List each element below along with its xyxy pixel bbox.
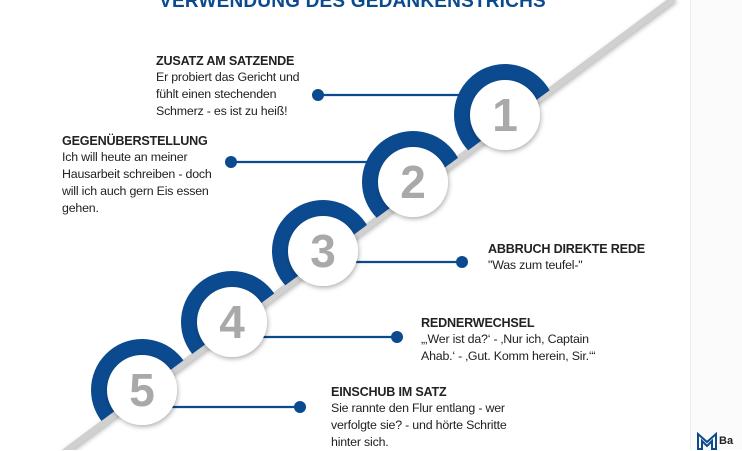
step-4-line: „‚Wer ist da?‘ - ‚Nur ich, Captain <box>421 332 589 346</box>
step-3-line: "Was zum teufel-" <box>488 258 583 272</box>
step-1-line: fühlt einen stechenden <box>156 87 277 101</box>
step-3-heading: ABBRUCH DIREKTE REDE <box>488 242 645 256</box>
step-2-number: 2 <box>400 156 426 208</box>
logo-icon <box>697 432 717 450</box>
step-2-line: Ich will heute an meiner <box>62 150 188 164</box>
step-2-text: GEGENÜBERSTELLUNG Ich will heute an mein… <box>62 133 212 217</box>
step-4-text: REDNERWECHSEL „‚Wer ist da?‘ - ‚Nur ich,… <box>421 315 596 365</box>
step-1-line: Er probiert das Gericht und <box>156 70 300 84</box>
logo-text: Ba <box>719 435 734 447</box>
step-3-number: 3 <box>310 225 336 277</box>
step-1-line: Schmerz - es ist zu heiß! <box>156 104 288 118</box>
brand-logo: Ba <box>697 432 733 450</box>
step-1-text: ZUSATZ AM SATZENDE Er probiert das Geric… <box>156 53 300 120</box>
step-2-line: will ich auch gern Eis essen <box>62 184 209 198</box>
step-5-number: 5 <box>129 364 155 416</box>
step-1-badge <box>470 80 540 150</box>
page-title: VERWENDUNG DES GEDANKENSTRICHS <box>159 0 546 12</box>
step-4-badge <box>197 287 267 357</box>
step-5-line: verfolgte sie? - und hörte Schritte <box>331 418 507 432</box>
step-5-line: hinter sich. <box>331 435 389 449</box>
step-5-dot <box>294 401 306 413</box>
step-2-line: gehen. <box>62 201 99 215</box>
step-4-heading: REDNERWECHSEL <box>421 316 535 330</box>
step-3-text: ABBRUCH DIREKTE REDE "Was zum teufel-" <box>488 241 645 274</box>
step-3-badge <box>288 216 358 286</box>
step-3-dot <box>456 256 468 268</box>
side-panel <box>690 0 742 450</box>
step-4-line: Ahab.‘ - ‚Gut. Komm herein, Sir.‘“ <box>421 349 596 363</box>
step-4-number: 4 <box>219 296 245 348</box>
step-5-heading: EINSCHUB IM SATZ <box>331 385 447 399</box>
step-5-line: Sie rannte den Flur entlang - wer <box>331 401 505 415</box>
step-2-dot <box>225 156 237 168</box>
step-1-heading: ZUSATZ AM SATZENDE <box>156 54 295 68</box>
step-2-heading: GEGENÜBERSTELLUNG <box>62 134 208 148</box>
step-1-number: 1 <box>492 89 518 141</box>
step-4-dot <box>391 331 403 343</box>
step-2-badge <box>378 147 448 217</box>
step-5-badge <box>107 355 177 425</box>
step-5-text: EINSCHUB IM SATZ Sie rannte den Flur ent… <box>331 384 507 451</box>
step-2-line: Hausarbeit schreiben - doch <box>62 167 212 181</box>
step-1-dot <box>312 89 324 101</box>
